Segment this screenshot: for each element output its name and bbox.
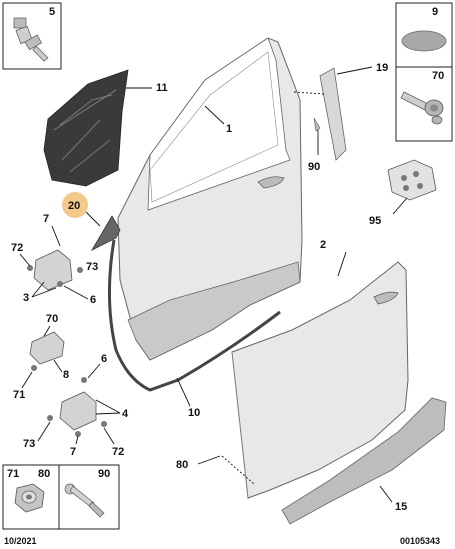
clip-icon	[64, 483, 105, 518]
front-door-shell	[117, 37, 303, 361]
diagram-reference: 00105343	[400, 536, 440, 546]
callout-90: 90	[308, 161, 320, 173]
sealing-pad-icon	[401, 30, 447, 52]
callout-7-lower: 7	[70, 446, 76, 458]
door-check-strap	[29, 331, 65, 371]
callout-2: 2	[320, 239, 326, 251]
revision-date: 10/2021	[4, 536, 37, 546]
bolt-icon	[13, 17, 49, 62]
hinge-bolt-icon	[400, 91, 444, 125]
callout-95: 95	[369, 215, 381, 227]
callout-4: 4	[122, 408, 129, 420]
upper-hinge	[27, 249, 83, 291]
callout-71-box: 71	[7, 468, 19, 480]
callout-9: 9	[432, 6, 438, 18]
inset-box-part-70: 70	[395, 66, 453, 142]
door-weatherstrip	[107, 239, 281, 392]
callout-11: 11	[156, 82, 168, 94]
inset-box-part-71-80: 71 80	[2, 464, 60, 530]
callout-70-box: 70	[432, 70, 444, 82]
callout-80: 80	[176, 459, 188, 471]
window-regulator-panel	[43, 69, 129, 187]
b-pillar-trim	[319, 67, 347, 161]
inset-box-part-9: 9	[395, 2, 453, 68]
callout-8: 8	[63, 369, 69, 381]
callout-71: 71	[13, 389, 25, 401]
callout-73-upper: 73	[86, 261, 98, 273]
outer-handle-icon	[373, 291, 399, 305]
mirror-seal-patch	[90, 215, 121, 251]
callout-80-box: 80	[38, 468, 50, 480]
connector-block	[387, 159, 437, 201]
callout-15: 15	[395, 501, 407, 513]
callout-5: 5	[49, 6, 55, 18]
callout-10: 10	[188, 407, 200, 419]
callout-72-lower: 72	[112, 446, 124, 458]
callout-6-lower: 6	[101, 353, 107, 365]
door-outer-panel	[231, 261, 409, 499]
callout-72-upper: 72	[11, 242, 23, 254]
door-handle-icon	[257, 176, 285, 189]
callout-19: 19	[376, 62, 388, 74]
callout-70-strap: 70	[46, 313, 58, 325]
nut-icon	[14, 483, 45, 513]
callout-1: 1	[226, 123, 232, 135]
callout-3: 3	[23, 292, 29, 304]
lower-hinge	[47, 377, 107, 437]
callout-90-box: 90	[98, 468, 110, 480]
highlight-badge	[62, 192, 88, 218]
callout-6-upper: 6	[90, 294, 96, 306]
lower-door-moulding	[281, 397, 447, 525]
inset-box-part-5: 5	[2, 2, 62, 70]
inset-box-part-90: 90	[58, 464, 120, 530]
pillar-clip	[313, 117, 321, 132]
callout-73-lower: 73	[23, 438, 35, 450]
callout-7-upper: 7	[43, 213, 49, 225]
callout-20: 20	[68, 200, 80, 212]
